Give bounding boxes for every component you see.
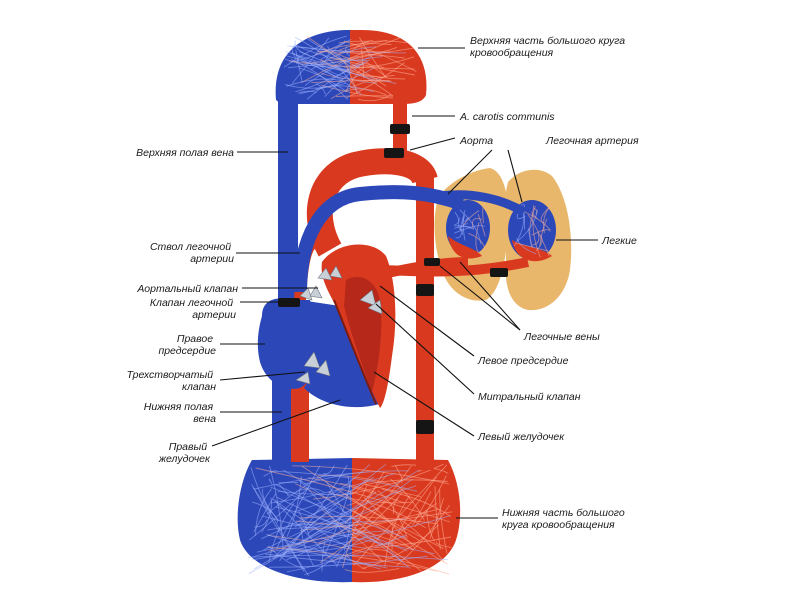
label-tricuspid-valve-line2: клапан bbox=[182, 381, 216, 393]
label-inferior-vena-cava: Нижняя полая вена bbox=[144, 401, 216, 425]
label-right-ventricle-line2: желудочек bbox=[158, 453, 211, 465]
label-tricuspid-valve: Трехстворчатый клапан bbox=[127, 369, 217, 393]
label-tricuspid-valve-line1: Трехстворчатый bbox=[127, 369, 214, 381]
band-pulmonary-vein-left bbox=[424, 258, 440, 266]
label-pulmonary-trunk: Ствол легочной артерии bbox=[150, 241, 234, 265]
label-aortic-valve: Аортальный клапан bbox=[136, 283, 238, 295]
label-left-ventricle-line1: Левый желудочек bbox=[477, 431, 565, 443]
label-left-atrium-line1: Левое предсердие bbox=[477, 355, 569, 367]
band-aorta bbox=[384, 148, 404, 158]
label-aorta: Аорта bbox=[459, 135, 493, 147]
label-aortic-valve-line1: Аортальный клапан bbox=[136, 283, 238, 295]
label-lungs: Легкие bbox=[601, 235, 637, 247]
band-carotis bbox=[390, 124, 410, 134]
label-superior-vena-cava: Верхняя полая вена bbox=[136, 147, 234, 159]
label-pulmonary-veins: Легочные вены bbox=[523, 331, 600, 343]
label-upper-circulation-line1: Верхняя часть большого круга bbox=[470, 35, 625, 47]
label-pulmonary-valve-line2: артерии bbox=[192, 309, 236, 321]
label-pulmonary-valve: Клапан легочной артерии bbox=[150, 297, 236, 321]
label-pulmonary-valve-line1: Клапан легочной bbox=[150, 297, 233, 309]
lower-capillary-network bbox=[238, 458, 461, 582]
label-lower-circulation-line1: Нижняя часть большого bbox=[502, 507, 625, 519]
label-pulmonary-trunk-line2: артерии bbox=[190, 253, 234, 265]
label-carotis: A. carotis communis bbox=[459, 111, 555, 123]
label-right-ventricle-line1: Правый bbox=[169, 441, 207, 453]
label-inferior-vena-cava-line2: вена bbox=[193, 413, 216, 425]
band-aorta-lower bbox=[416, 420, 434, 434]
label-aorta-line1: Аорта bbox=[459, 135, 493, 147]
label-right-ventricle: Правый желудочек bbox=[158, 441, 211, 465]
label-upper-circulation: Верхняя часть большого круга кровообраще… bbox=[470, 35, 628, 59]
label-lungs-line1: Легкие bbox=[601, 235, 637, 247]
label-inferior-vena-cava-line1: Нижняя полая bbox=[144, 401, 214, 413]
label-mitral-valve-line1: Митральный клапан bbox=[478, 391, 581, 403]
label-right-atrium: Правое предсердие bbox=[158, 333, 216, 357]
label-mitral-valve: Митральный клапан bbox=[478, 391, 581, 403]
label-pulmonary-artery: Легочная артерия bbox=[545, 135, 639, 147]
label-left-atrium: Левое предсердие bbox=[477, 355, 569, 367]
label-pulmonary-artery-line1: Легочная артерия bbox=[545, 135, 639, 147]
label-upper-circulation-line2: кровообращения bbox=[470, 47, 554, 59]
label-right-atrium-line1: Правое bbox=[177, 333, 213, 345]
label-pulmonary-trunk-line1: Ствол легочной bbox=[150, 241, 231, 253]
label-pulmonary-veins-line1: Легочные вены bbox=[523, 331, 600, 343]
label-lower-circulation: Нижняя часть большого круга кровообращен… bbox=[502, 507, 628, 531]
label-right-atrium-line2: предсердие bbox=[158, 345, 216, 357]
band-aorta-descending bbox=[416, 284, 434, 296]
label-lower-circulation-line2: круга кровообращения bbox=[502, 519, 615, 531]
leader-aorta bbox=[410, 138, 455, 150]
label-superior-vena-cava-line1: Верхняя полая вена bbox=[136, 147, 234, 159]
label-left-ventricle: Левый желудочек bbox=[477, 431, 565, 443]
label-carotis-line1: A. carotis communis bbox=[459, 111, 555, 123]
band-pulmonary-vein-right bbox=[490, 268, 508, 277]
